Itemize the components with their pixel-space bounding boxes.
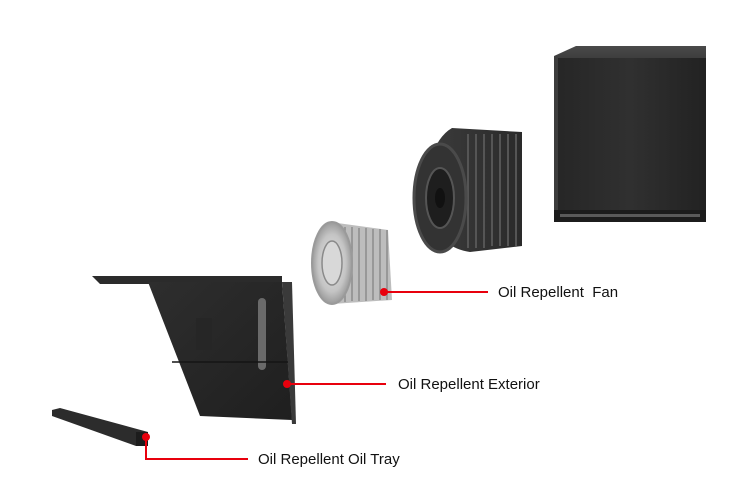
exterior-panel (92, 276, 296, 424)
exterior-logo-panel (196, 318, 212, 350)
exterior-callout-dot (283, 380, 291, 388)
exterior-label: Oil Repellent Exterior (398, 376, 540, 393)
oil-tray-body (52, 408, 148, 446)
fan-label: Oil Repellent Fan (498, 284, 619, 301)
tray-callout-line (145, 437, 248, 460)
motor-housing-vent (560, 214, 700, 217)
exterior-light-strip (258, 298, 266, 370)
exterior-side (282, 282, 296, 424)
oil-tray-label: Oil Repellent Oil Tray (258, 451, 400, 468)
exterior-front (148, 282, 292, 420)
fan-callout-dot (380, 288, 388, 296)
motor-housing-edge (554, 58, 558, 214)
impeller (311, 221, 392, 305)
volute-hub (435, 188, 445, 208)
volute-ribs (467, 134, 517, 248)
impeller-hub (321, 240, 343, 286)
fan-volute (412, 128, 522, 254)
oil-tray (52, 408, 148, 446)
callout-lines (142, 288, 488, 460)
motor-housing-front (554, 58, 706, 214)
motor-housing (554, 46, 706, 222)
tray-callout-dot (142, 433, 150, 441)
